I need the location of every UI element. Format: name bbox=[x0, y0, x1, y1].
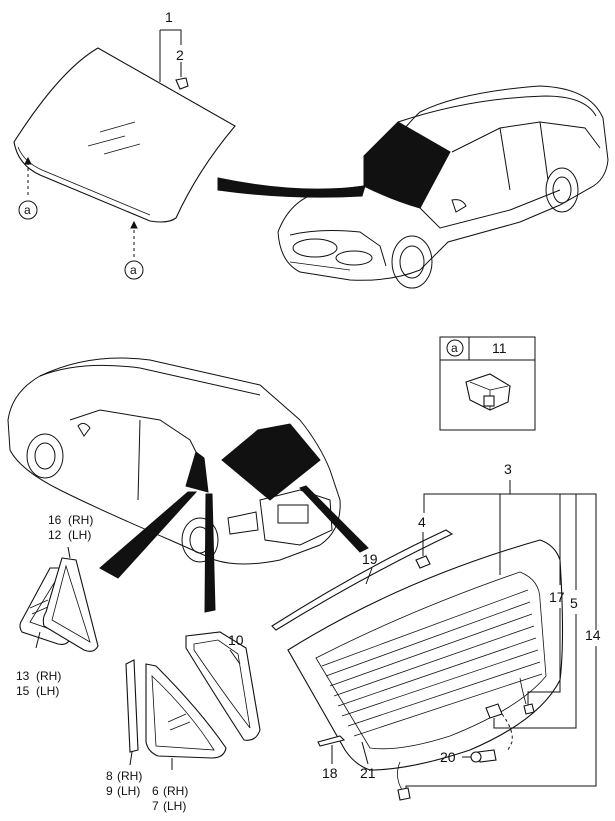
label-14: 14 bbox=[585, 627, 601, 643]
car-rear-view bbox=[7, 357, 341, 565]
back-glass bbox=[287, 539, 564, 771]
bolt-20 bbox=[470, 749, 497, 763]
clip-4 bbox=[415, 555, 431, 569]
upper-molding-19 bbox=[271, 529, 454, 631]
terminal-17 bbox=[523, 703, 535, 715]
label-4: 4 bbox=[418, 514, 426, 530]
inset-ref-a: a bbox=[451, 341, 458, 355]
label-3: 3 bbox=[504, 461, 512, 477]
inset-box-11: a 11 bbox=[439, 336, 536, 431]
label-6-rh: (RH) bbox=[163, 784, 188, 798]
leader-2 bbox=[160, 29, 182, 45]
label-12: 12 bbox=[48, 528, 62, 542]
car-front-view bbox=[277, 85, 609, 289]
ref-a-label: a bbox=[24, 203, 31, 217]
label-9: 9 bbox=[106, 784, 113, 798]
molding-8-9 bbox=[125, 659, 139, 753]
door-glass-6-7 bbox=[145, 663, 227, 759]
label-13-rh: (RH) bbox=[36, 669, 61, 683]
quarter-window-highlight bbox=[185, 451, 209, 493]
label-10: 10 bbox=[228, 632, 244, 648]
label-15: 15 bbox=[16, 684, 30, 698]
label-18: 18 bbox=[322, 765, 338, 781]
ref-a-marker bbox=[124, 260, 144, 280]
ground-wire-14 bbox=[397, 761, 411, 801]
ref-a-marker bbox=[18, 200, 38, 220]
pointer-wedge bbox=[204, 493, 216, 613]
label-1: 1 bbox=[165, 9, 173, 25]
label-19: 19 bbox=[362, 551, 378, 567]
label-13: 13 bbox=[16, 669, 30, 683]
label-8: 8 bbox=[106, 769, 113, 783]
side-molding-18 bbox=[317, 735, 346, 747]
label-15-lh: (LH) bbox=[36, 684, 59, 698]
ref-a-label: a bbox=[130, 263, 137, 277]
label-8-rh: (RH) bbox=[117, 769, 142, 783]
quarter-seal-16-12 bbox=[42, 557, 99, 652]
label-5: 5 bbox=[570, 595, 578, 611]
label-12-lh: (LH) bbox=[68, 528, 91, 542]
rear-window-highlight bbox=[221, 423, 321, 501]
label-16-rh: (RH) bbox=[68, 513, 93, 527]
label-16: 16 bbox=[48, 513, 62, 527]
label-11: 11 bbox=[492, 340, 507, 356]
label-17: 17 bbox=[549, 589, 565, 605]
label-2: 2 bbox=[176, 47, 184, 63]
label-20: 20 bbox=[440, 749, 456, 765]
label-6: 6 bbox=[152, 784, 159, 798]
label-7: 7 bbox=[152, 799, 159, 813]
pointer-wedge bbox=[299, 485, 369, 553]
windshield-clip bbox=[175, 77, 189, 90]
label-7-lh: (LH) bbox=[163, 799, 186, 813]
label-21: 21 bbox=[360, 765, 376, 781]
pointer-wedge bbox=[217, 177, 366, 198]
windshield-glass bbox=[13, 47, 236, 223]
label-9-lh: (LH) bbox=[117, 784, 140, 798]
glass-seal-10 bbox=[185, 631, 261, 741]
windshield-highlight bbox=[363, 121, 451, 209]
pointer-wedge bbox=[99, 491, 198, 579]
